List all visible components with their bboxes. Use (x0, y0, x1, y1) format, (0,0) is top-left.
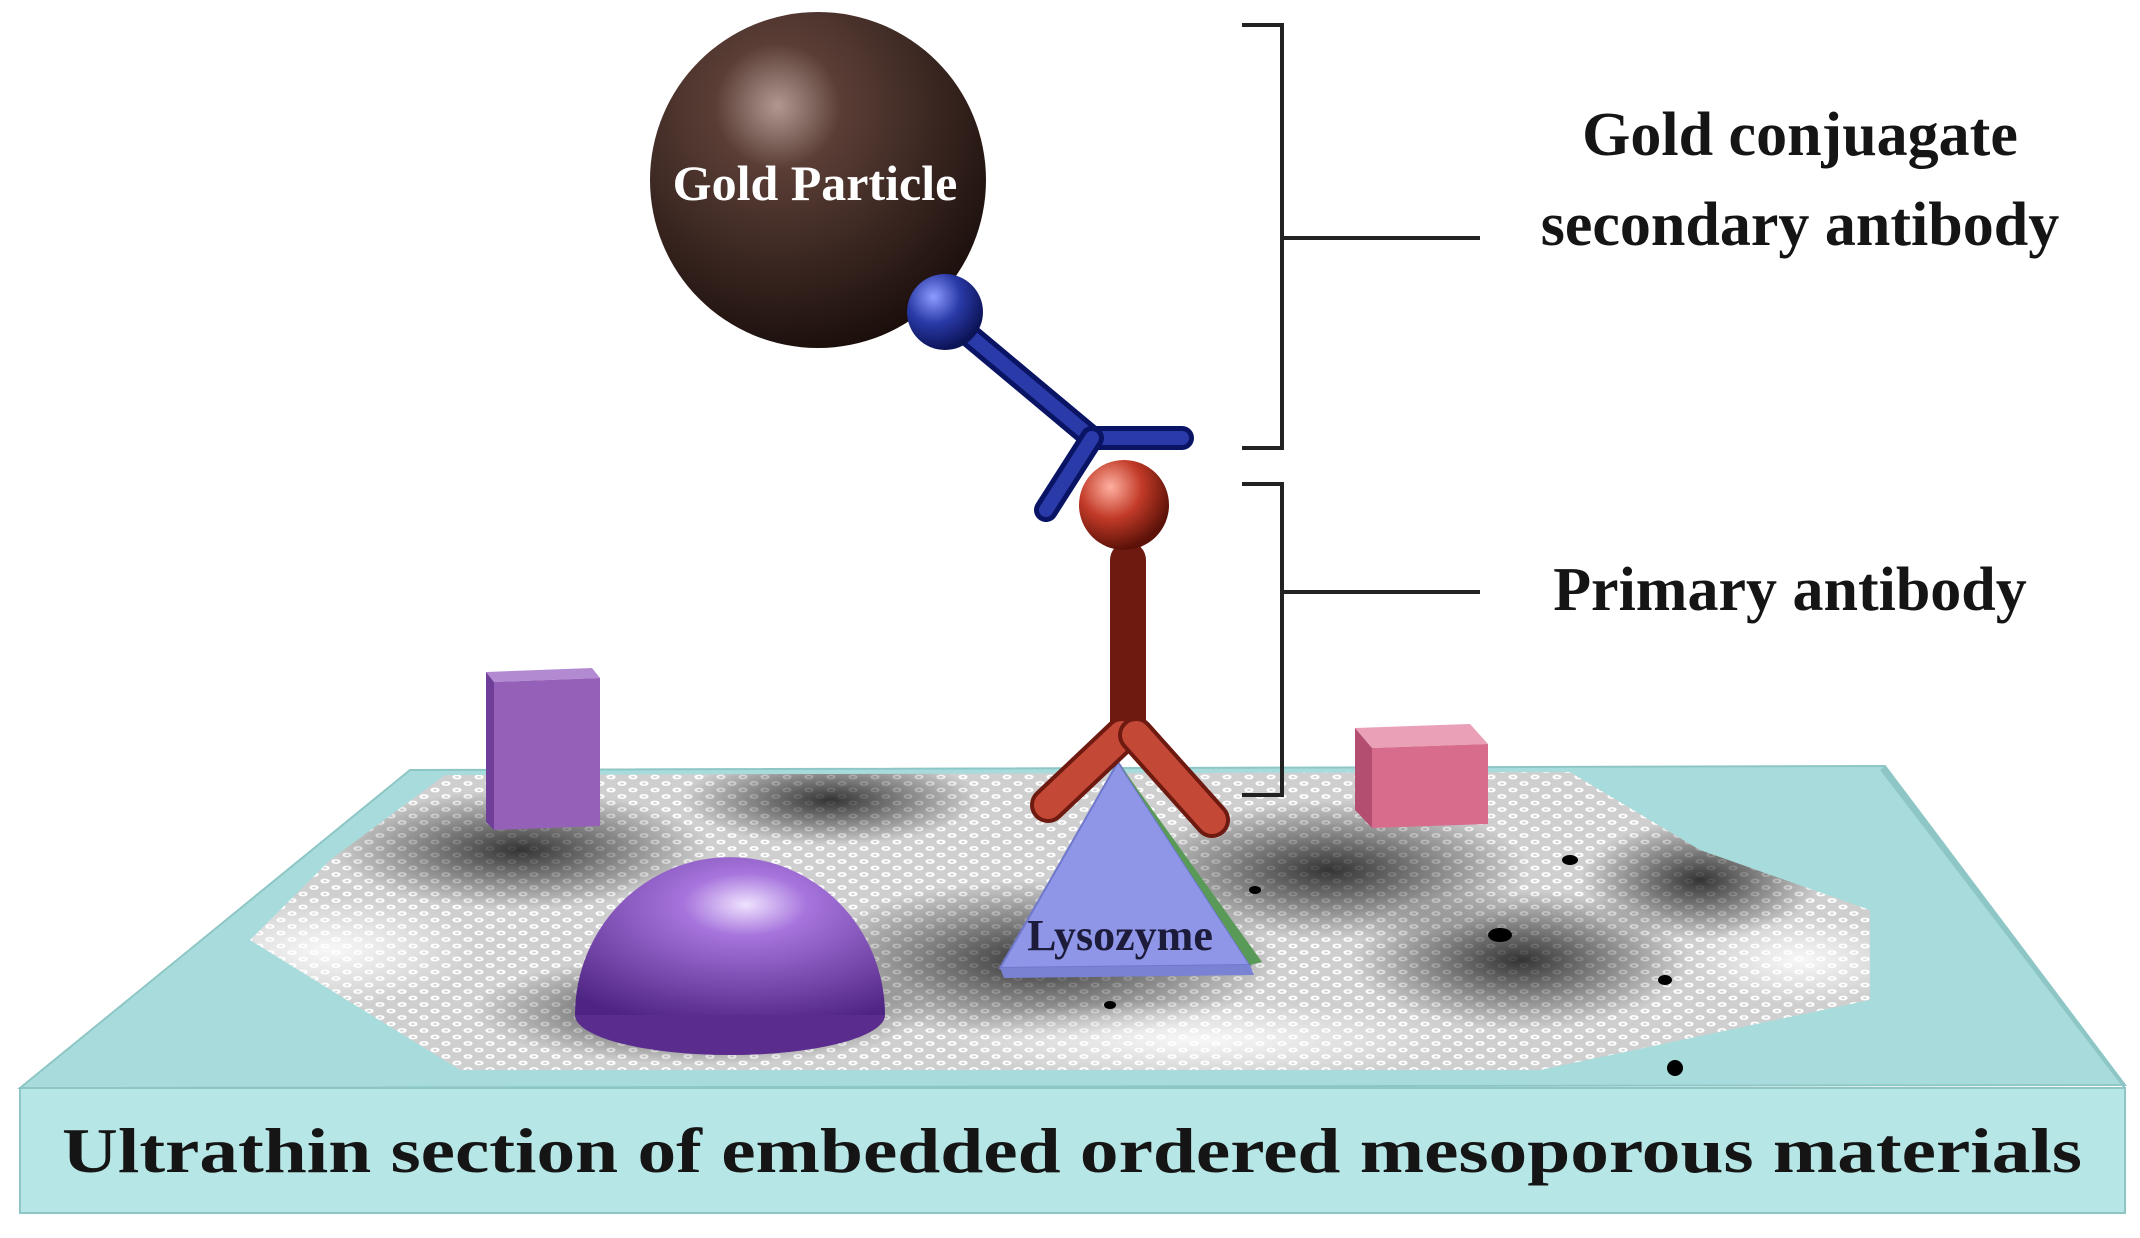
pink-block (1355, 724, 1488, 828)
primary-antibody-ball (1079, 460, 1169, 550)
lysozyme-label: Lysozyme (1027, 911, 1213, 960)
gold-particle-label: Gold Particle (673, 155, 958, 211)
primary-antibody (1030, 460, 1230, 838)
slab-front-face (19, 1087, 2126, 1214)
mesoporous-section-image (250, 772, 1870, 1070)
purple-block (486, 668, 600, 830)
secondary-antibody-ball (907, 274, 983, 350)
lysozyme-antigen (998, 760, 1262, 978)
gold-conjugate-label-line1: Gold conjuagate (1582, 101, 2018, 169)
surface-dot (1667, 1060, 1683, 1076)
base-caption: Ultrathin section of embedded ordered me… (62, 1115, 2082, 1186)
primary-antibody-label: Primary antibody (1553, 556, 2027, 624)
gold-particle (650, 12, 986, 348)
gold-conjugate-label-line2: secondary antibody (1541, 191, 2059, 259)
bracket-gold-conjugate (1242, 23, 1480, 450)
purple-dome (575, 857, 885, 1055)
bracket-primary-antibody (1242, 482, 1480, 797)
slab-right-edge (1880, 766, 2125, 1090)
